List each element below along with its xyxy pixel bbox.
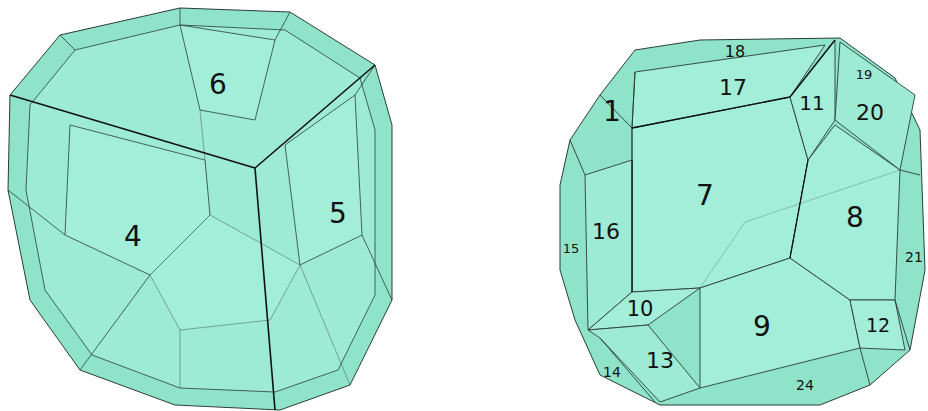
face-number: 10 (627, 299, 654, 320)
face-number: 21 (905, 250, 923, 264)
left-polyhedron (8, 8, 392, 410)
face-number: 20 (856, 102, 884, 124)
face-number: 17 (719, 77, 747, 99)
face-number: 12 (866, 316, 890, 335)
face-number: 8 (846, 204, 864, 232)
face-number: 1 (603, 98, 621, 126)
face-number: 18 (725, 44, 745, 60)
face-number: 4 (124, 223, 142, 251)
face-number: 9 (753, 313, 771, 341)
face-number: 19 (856, 68, 873, 81)
face-number: 7 (696, 182, 714, 210)
face-number: 24 (796, 378, 814, 392)
face-number: 6 (209, 71, 227, 99)
face-number: 16 (592, 221, 620, 243)
face-number: 14 (603, 365, 621, 379)
face-number: 11 (799, 93, 824, 113)
right-polyhedron (560, 38, 925, 405)
face-number: 5 (329, 200, 347, 228)
face-number: 15 (563, 242, 580, 255)
face-number: 13 (646, 350, 674, 372)
